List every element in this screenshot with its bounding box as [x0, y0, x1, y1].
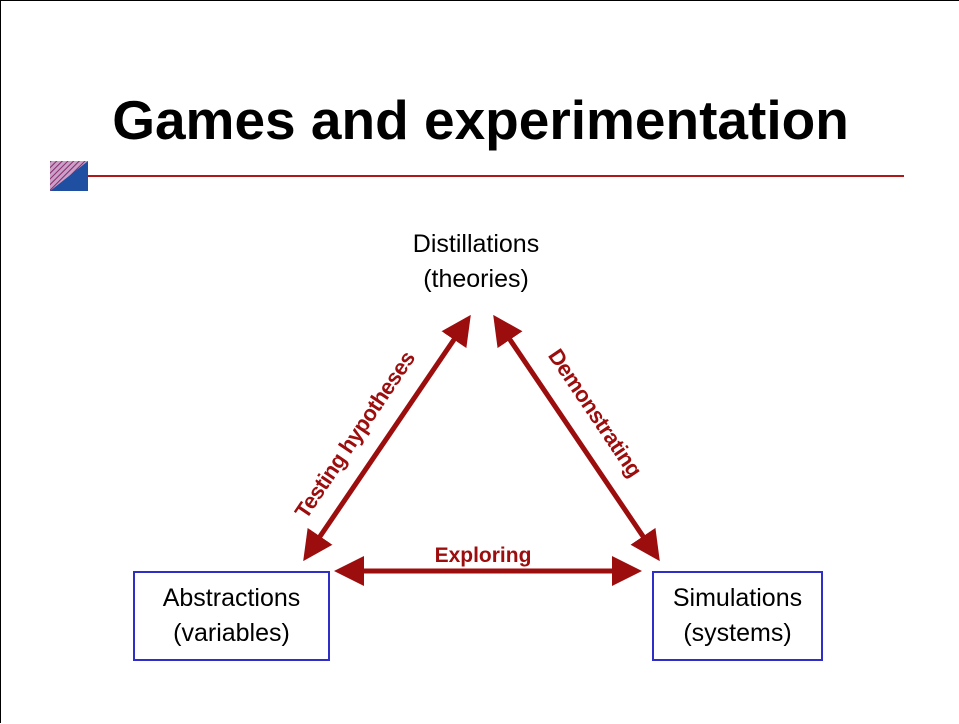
arrow-demonstrating [493, 314, 660, 562]
label-exploring: Exploring [435, 544, 532, 567]
slide-title: Games and experimentation [112, 89, 849, 151]
node-distillations-line2: (theories) [423, 265, 529, 293]
node-simulations-line2: (systems) [683, 619, 792, 647]
arrow-testing-hypotheses [303, 314, 471, 562]
node-simulations-line1: Simulations [672, 584, 803, 612]
node-simulations: Simulations (systems) [652, 571, 823, 661]
title-corner-icon [50, 161, 88, 191]
node-abstractions: Abstractions (variables) [133, 571, 330, 661]
label-testing-hypotheses: Testing hypotheses [290, 346, 420, 523]
node-distillations: Distillations (theories) [361, 227, 591, 297]
node-abstractions-line1: Abstractions [162, 584, 301, 612]
node-abstractions-line2: (variables) [173, 619, 290, 647]
node-distillations-line1: Distillations [412, 230, 540, 258]
